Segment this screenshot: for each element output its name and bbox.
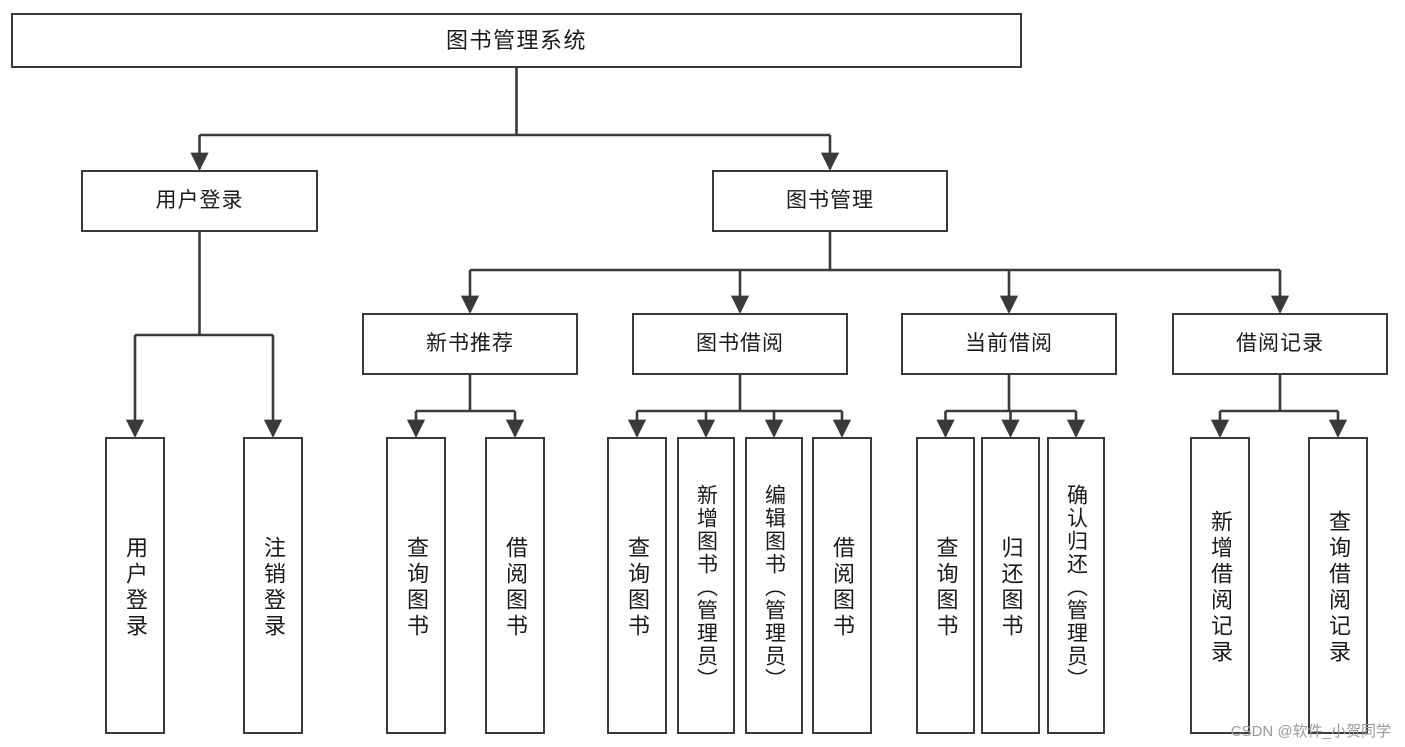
node-leaf-add-borrow-record: 新增借阅记录 [1190,437,1250,734]
node-label: 归还图书 [998,535,1024,640]
node-label: 新增借阅记录 [1208,509,1233,666]
node-label: 新增图书（管理员） [694,484,718,691]
node-leaf-confirm-return: 确认归还（管理员） [1047,437,1105,734]
node-label: 借阅图书 [503,535,528,640]
node-new-book-recommend: 新书推荐 [362,313,578,375]
node-leaf-return-book: 归还图书 [981,437,1040,734]
node-label: 借阅图书 [830,535,855,640]
node-borrow-record: 借阅记录 [1172,313,1388,375]
node-book-manage: 图书管理 [712,170,948,232]
node-leaf-borrow-book: 借阅图书 [812,437,872,734]
node-leaf-query-book-current: 查询图书 [916,437,975,734]
node-leaf-user-login: 用户登录 [105,437,165,734]
node-label: 新书推荐 [426,331,514,355]
node-label: 用户登录 [155,188,244,212]
node-leaf-query-book-borrow: 查询图书 [607,437,667,734]
node-label: 借阅记录 [1236,331,1324,355]
watermark: CSDN @软件_小贺同学 [1230,723,1391,740]
node-label: 确认归还（管理员） [1064,484,1088,691]
node-label: 图书借阅 [696,331,784,355]
node-label: 查询图书 [625,535,650,640]
node-root: 图书管理系统 [11,13,1022,68]
node-leaf-borrow-book-recommend: 借阅图书 [485,437,545,734]
node-label: 查询图书 [933,535,959,640]
node-book-borrow: 图书借阅 [632,313,848,375]
node-user-login: 用户登录 [81,170,318,232]
node-leaf-edit-book: 编辑图书（管理员） [745,437,803,734]
node-label: 用户登录 [123,535,148,640]
node-label: 查询借阅记录 [1326,509,1351,666]
node-leaf-query-borrow-record: 查询借阅记录 [1308,437,1368,734]
node-label: 图书管理系统 [445,27,587,53]
node-label: 查询图书 [404,535,429,640]
node-label: 编辑图书（管理员） [762,484,786,691]
node-current-borrow: 当前借阅 [901,313,1117,375]
node-leaf-logout-login: 注销登录 [243,437,303,734]
node-label: 当前借阅 [965,331,1053,355]
node-leaf-query-book-recommend: 查询图书 [386,437,446,734]
node-label: 图书管理 [786,188,874,212]
node-label: 注销登录 [261,535,286,640]
node-leaf-add-book: 新增图书（管理员） [677,437,735,734]
